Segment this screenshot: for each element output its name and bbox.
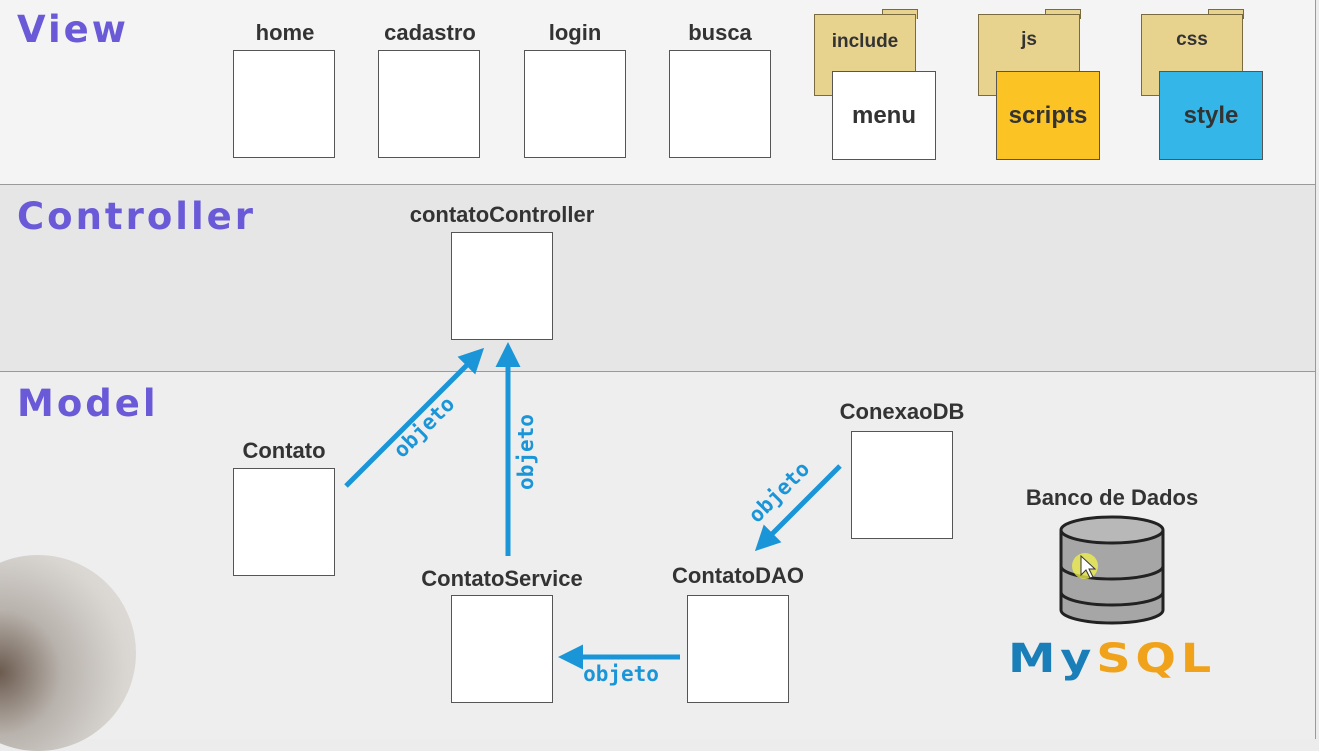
- controller-label: contatoController: [409, 202, 595, 227]
- arrow-label: objeto: [583, 662, 659, 686]
- arrow-dao-to-service: objeto: [558, 644, 680, 686]
- page-label-cadastro: cadastro: [384, 20, 476, 45]
- contato-box: [233, 468, 335, 576]
- dao-label: ContatoDAO: [672, 563, 804, 588]
- arrow-service-to-controller: objeto: [495, 342, 538, 556]
- controller-layer: [0, 185, 1316, 372]
- database-label: Banco de Dados: [1025, 485, 1199, 510]
- arrow-label: objeto: [744, 457, 815, 528]
- folder-label-css: css: [1176, 29, 1208, 50]
- page-box-home: [233, 50, 335, 158]
- file-box-style: style: [1159, 71, 1263, 160]
- arrow-label: objeto: [514, 414, 538, 490]
- conexao-label: ConexaoDB: [839, 399, 965, 424]
- page-box-busca: [669, 50, 771, 158]
- model-layer-title: Model: [17, 382, 159, 425]
- dao-box: [687, 595, 789, 703]
- page-label-home: home: [255, 20, 315, 45]
- file-box-scripts: scripts: [996, 71, 1100, 160]
- view-layer-title: View: [17, 8, 129, 51]
- mouse-cursor-icon: [1072, 553, 1098, 579]
- page-box-cadastro: [378, 50, 480, 158]
- controller-layer-title: Controller: [17, 195, 256, 238]
- service-box: [451, 595, 553, 703]
- contato-label: Contato: [242, 438, 326, 463]
- arrow-conexao-to-dao: objeto: [744, 457, 842, 552]
- service-label: ContatoService: [421, 566, 583, 591]
- file-box-menu: menu: [832, 71, 936, 160]
- page-label-busca: busca: [688, 20, 752, 45]
- folder-label-js: js: [1021, 29, 1037, 50]
- page-label-login: login: [548, 20, 602, 45]
- conexao-box: [851, 431, 953, 539]
- folder-label-include: include: [831, 31, 899, 52]
- arrow-label: objeto: [389, 392, 460, 463]
- page-box-login: [524, 50, 626, 158]
- arrow-contato-to-controller: objeto: [344, 347, 485, 488]
- controller-box: [451, 232, 553, 340]
